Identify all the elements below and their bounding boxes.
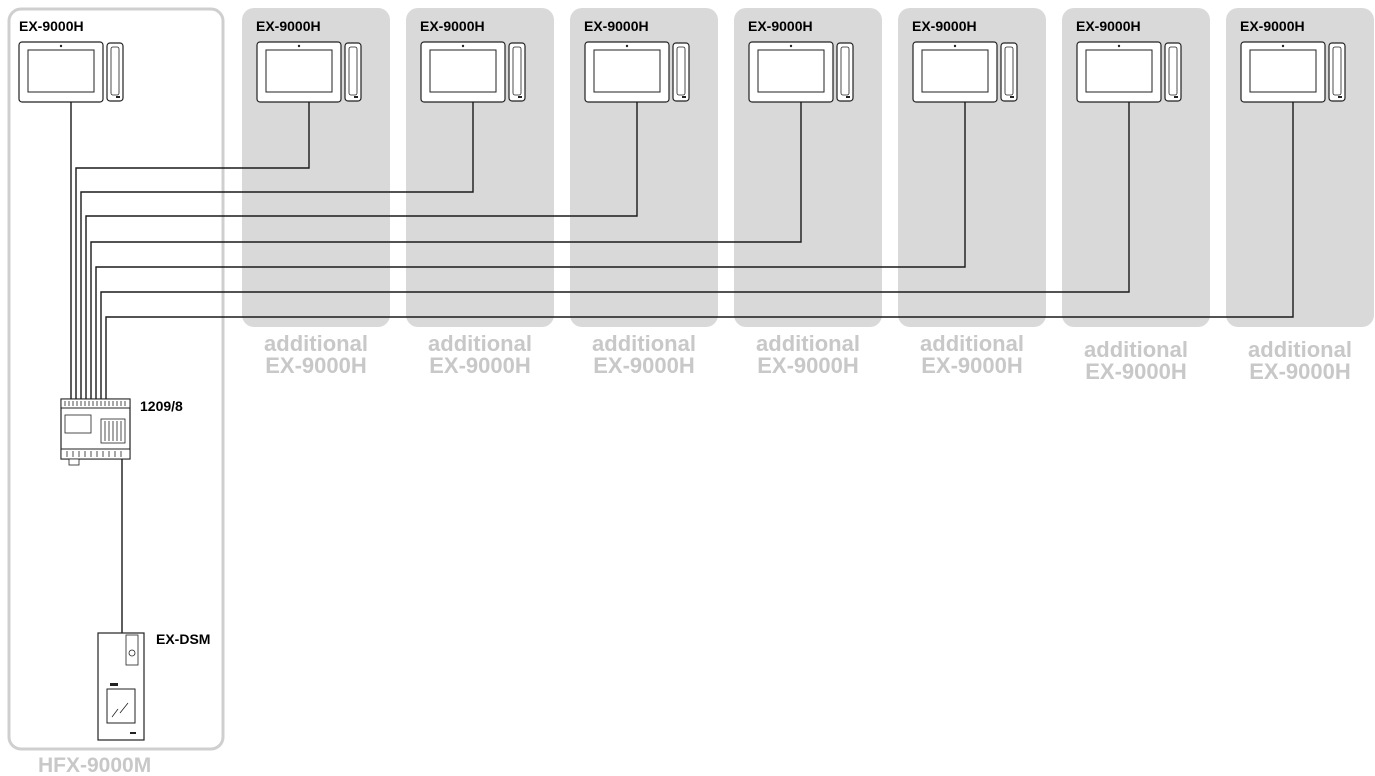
wire-additional-6 <box>100 102 1130 400</box>
monitor-icon <box>748 41 854 103</box>
additional-caption-line1: additional <box>1248 337 1352 362</box>
additional-caption-line1: additional <box>264 331 368 356</box>
additional-monitor-label: EX-9000H <box>912 18 977 34</box>
additional-caption-line1: additional <box>592 331 696 356</box>
distributor-label: 1209/8 <box>140 398 183 414</box>
additional-monitor-label: EX-9000H <box>420 18 485 34</box>
wire-additional-4 <box>90 102 802 400</box>
additional-caption-line2: EX-9000H <box>1249 359 1351 384</box>
distributor-module-icon <box>60 398 131 466</box>
monitor-icon <box>1076 41 1182 103</box>
monitor-icon <box>420 41 526 103</box>
door-station-label: EX-DSM <box>156 631 210 647</box>
additional-caption-line1: additional <box>920 331 1024 356</box>
additional-monitor-label: EX-9000H <box>1240 18 1305 34</box>
main-kit-label: HFX-9000M <box>38 754 151 776</box>
additional-caption-line1: additional <box>1084 337 1188 362</box>
main-kit-outline <box>7 7 225 751</box>
door-station-icon <box>97 632 145 741</box>
additional-monitor-label: EX-9000H <box>256 18 321 34</box>
additional-caption-line2: EX-9000H <box>593 353 695 378</box>
additional-caption-line2: EX-9000H <box>921 353 1023 378</box>
additional-caption-line1: additional <box>756 331 860 356</box>
wire-additional-3 <box>85 102 638 400</box>
additional-caption-line2: EX-9000H <box>265 353 367 378</box>
main-monitor-label: EX-9000H <box>19 18 84 34</box>
wire-additional-1 <box>75 102 310 400</box>
monitor-icon <box>1240 41 1346 103</box>
additional-caption-line2: EX-9000H <box>757 353 859 378</box>
additional-caption-line2: EX-9000H <box>429 353 531 378</box>
monitor-icon <box>584 41 690 103</box>
wire-additional-7 <box>105 102 1294 400</box>
wire-additional-5 <box>95 102 966 400</box>
monitor-icon <box>256 41 362 103</box>
additional-monitor-label: EX-9000H <box>748 18 813 34</box>
additional-caption-line2: EX-9000H <box>1085 359 1187 384</box>
main-monitor-icon <box>18 41 124 103</box>
monitor-icon <box>912 41 1018 103</box>
wire-additional-2 <box>80 102 474 400</box>
additional-monitor-label: EX-9000H <box>1076 18 1141 34</box>
additional-monitor-label: EX-9000H <box>584 18 649 34</box>
additional-caption-line1: additional <box>428 331 532 356</box>
